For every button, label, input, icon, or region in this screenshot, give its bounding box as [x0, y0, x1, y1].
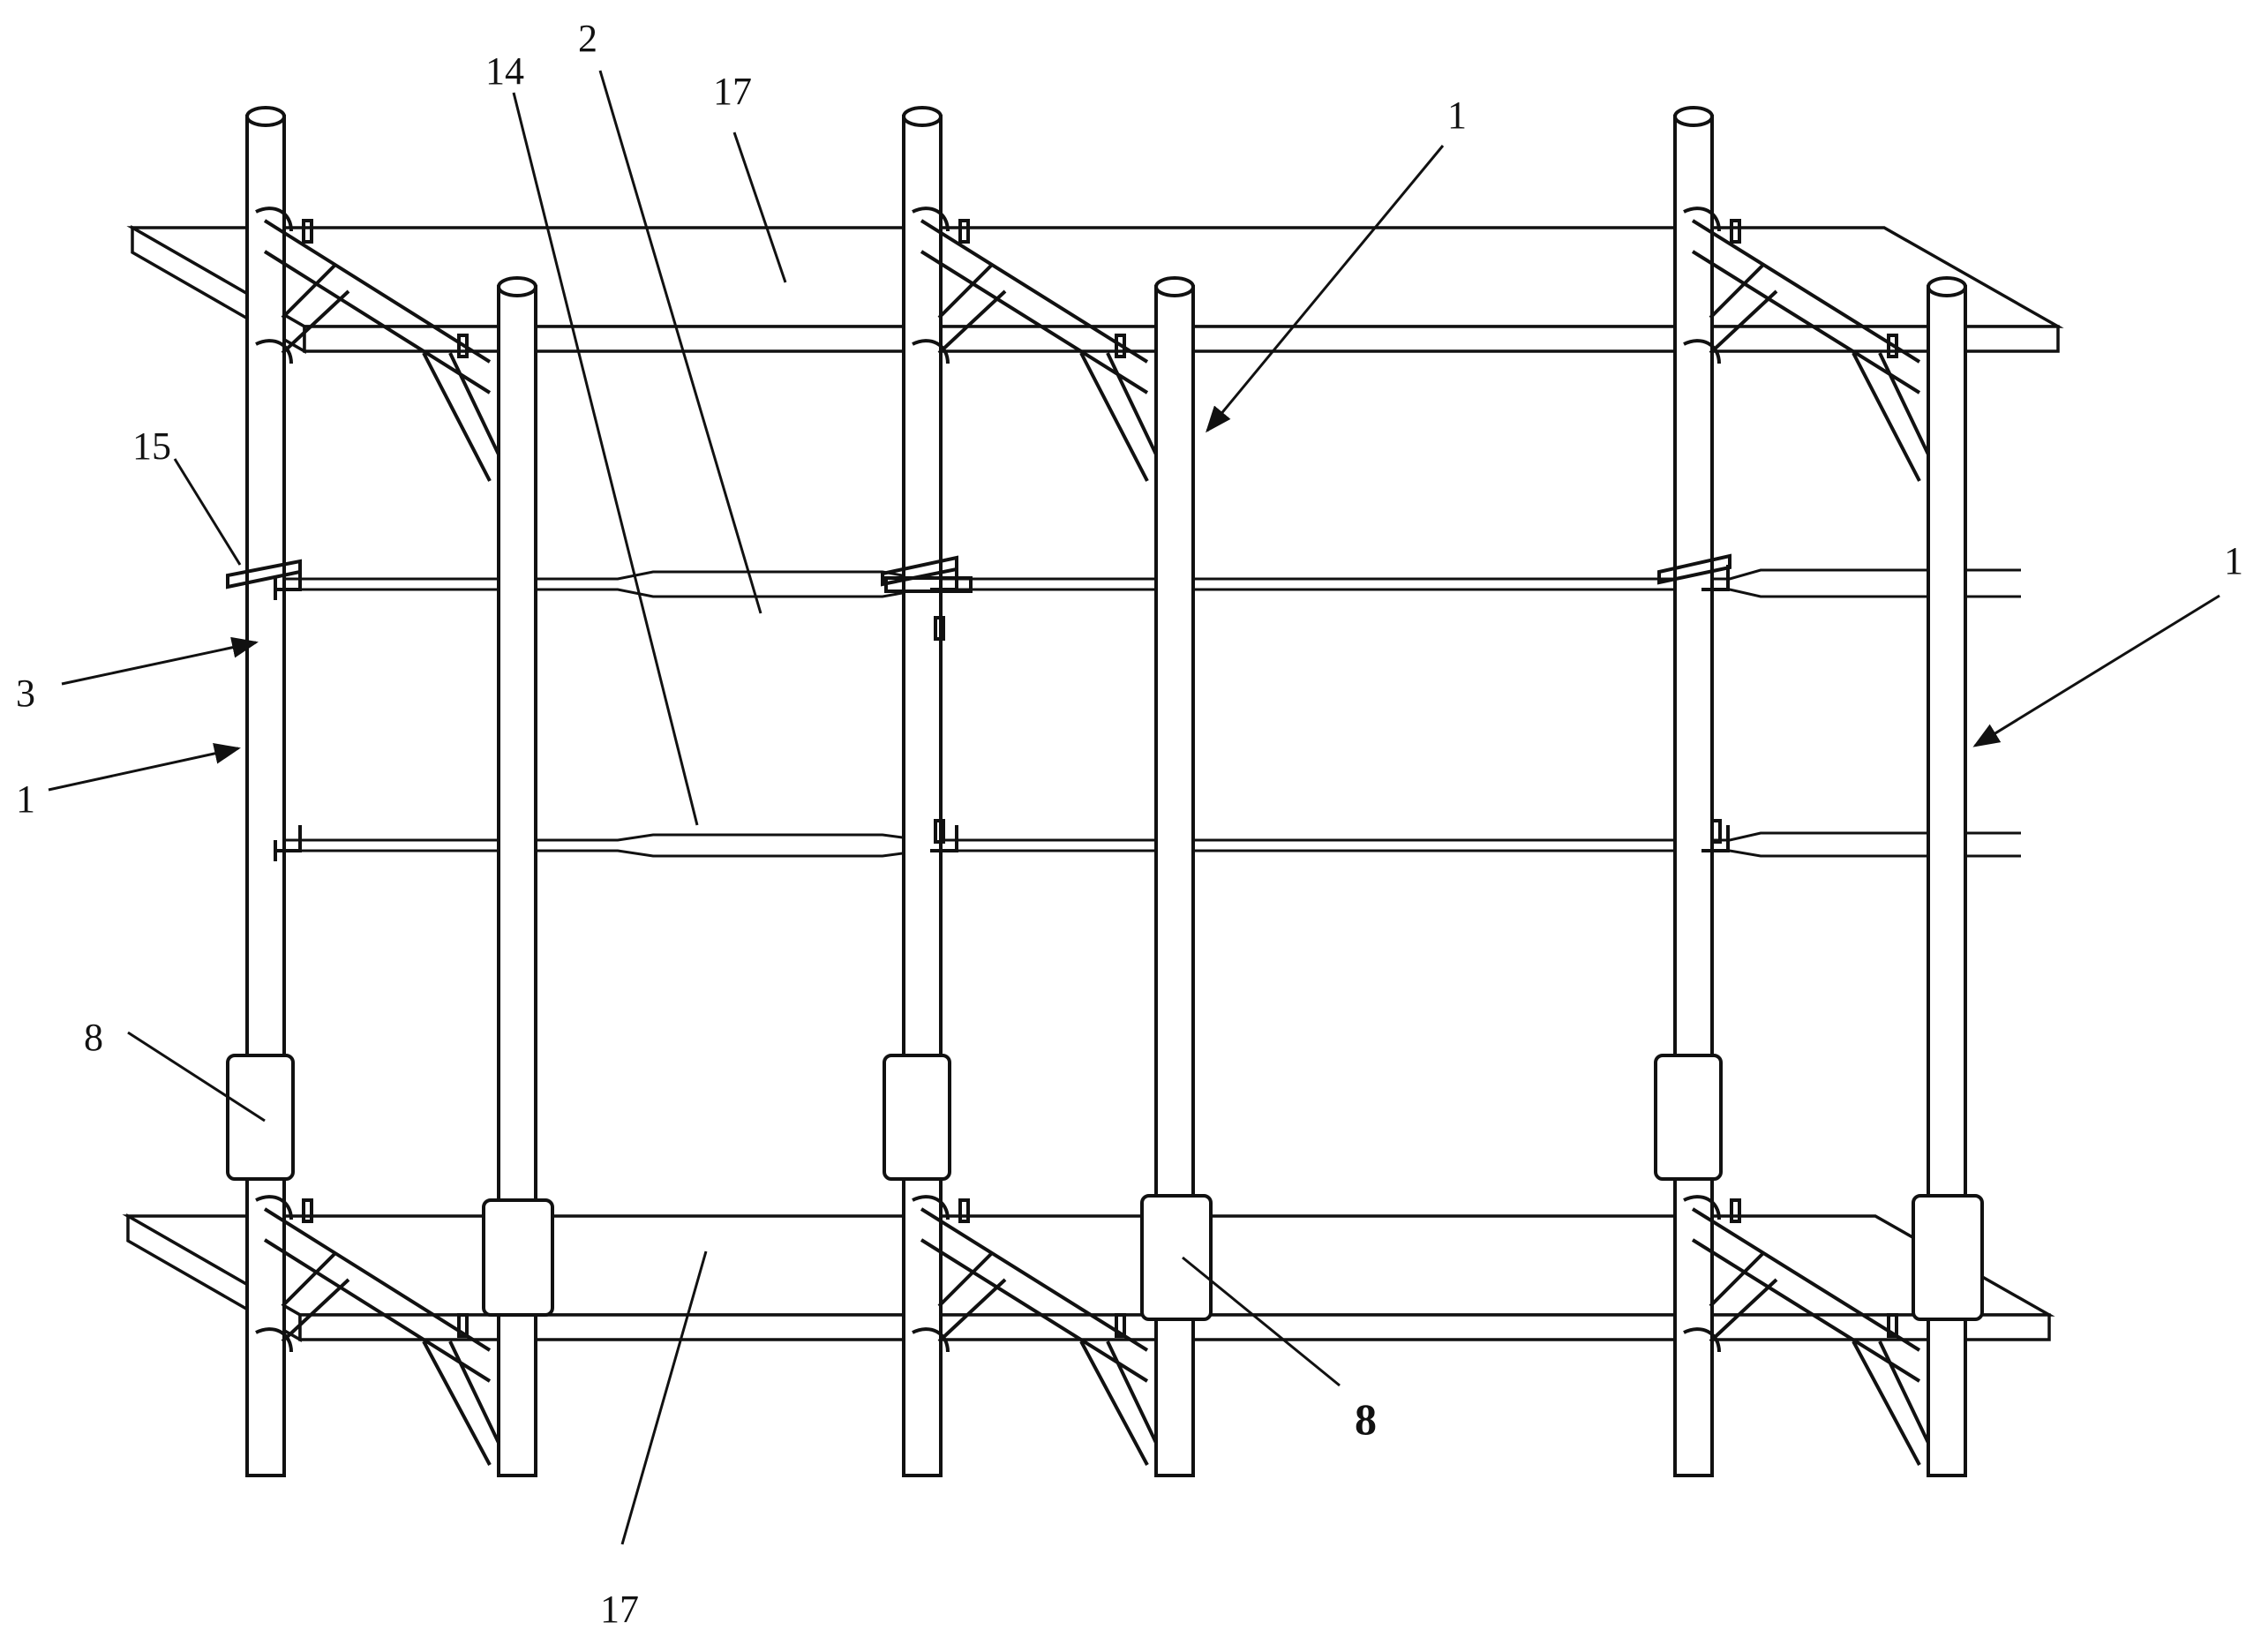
back-pole-right	[1673, 115, 1714, 1477]
labels: 14 2 17 1 1 15 3 1 8 8 17	[16, 17, 2243, 1631]
leader-17-bottom	[620, 1250, 708, 1545]
coupler-sleeve-center-front	[1140, 1194, 1213, 1321]
label-2: 2	[578, 17, 597, 60]
leader-8-left	[127, 1031, 266, 1123]
leader-14	[512, 92, 699, 826]
label-3: 3	[16, 672, 35, 715]
label-8-left: 8	[84, 1016, 103, 1059]
label-1-center: 1	[1447, 94, 1467, 137]
label-17-bottom: 17	[600, 1588, 639, 1631]
arrow-3	[61, 636, 259, 686]
pole-group-right	[1654, 106, 1984, 1477]
bottom-plank	[122, 1213, 2055, 1343]
arrow-1-left	[48, 743, 241, 792]
label-15: 15	[132, 424, 171, 468]
label-14: 14	[485, 49, 524, 93]
pole-group-center	[881, 106, 1213, 1477]
leader-8-center	[1182, 1256, 1341, 1387]
leader-17-top	[732, 131, 787, 283]
coupler-sleeve-center	[883, 1054, 951, 1181]
leader-15	[173, 458, 242, 566]
arrow-1-right	[1972, 594, 2220, 747]
back-pole-center	[902, 115, 943, 1477]
coupler-sleeve-right-front	[1912, 1194, 1984, 1321]
leader-2	[598, 70, 762, 614]
top-plank	[126, 224, 2064, 355]
label-1-left: 1	[16, 777, 35, 821]
leaders	[48, 70, 2220, 1545]
coupler-sleeve-right	[1654, 1054, 1723, 1181]
coupler-sleeve-left-front	[482, 1198, 554, 1317]
tie-bar-upper	[282, 568, 2021, 598]
arrow-1-center	[1206, 145, 1445, 433]
pole-group-left	[226, 106, 554, 1477]
label-1-right: 1	[2224, 539, 2243, 582]
tie-bar-lower	[282, 831, 2021, 858]
back-pole-left	[245, 115, 286, 1477]
label-17-top: 17	[713, 70, 752, 113]
label-8-center: 8	[1355, 1394, 1377, 1444]
